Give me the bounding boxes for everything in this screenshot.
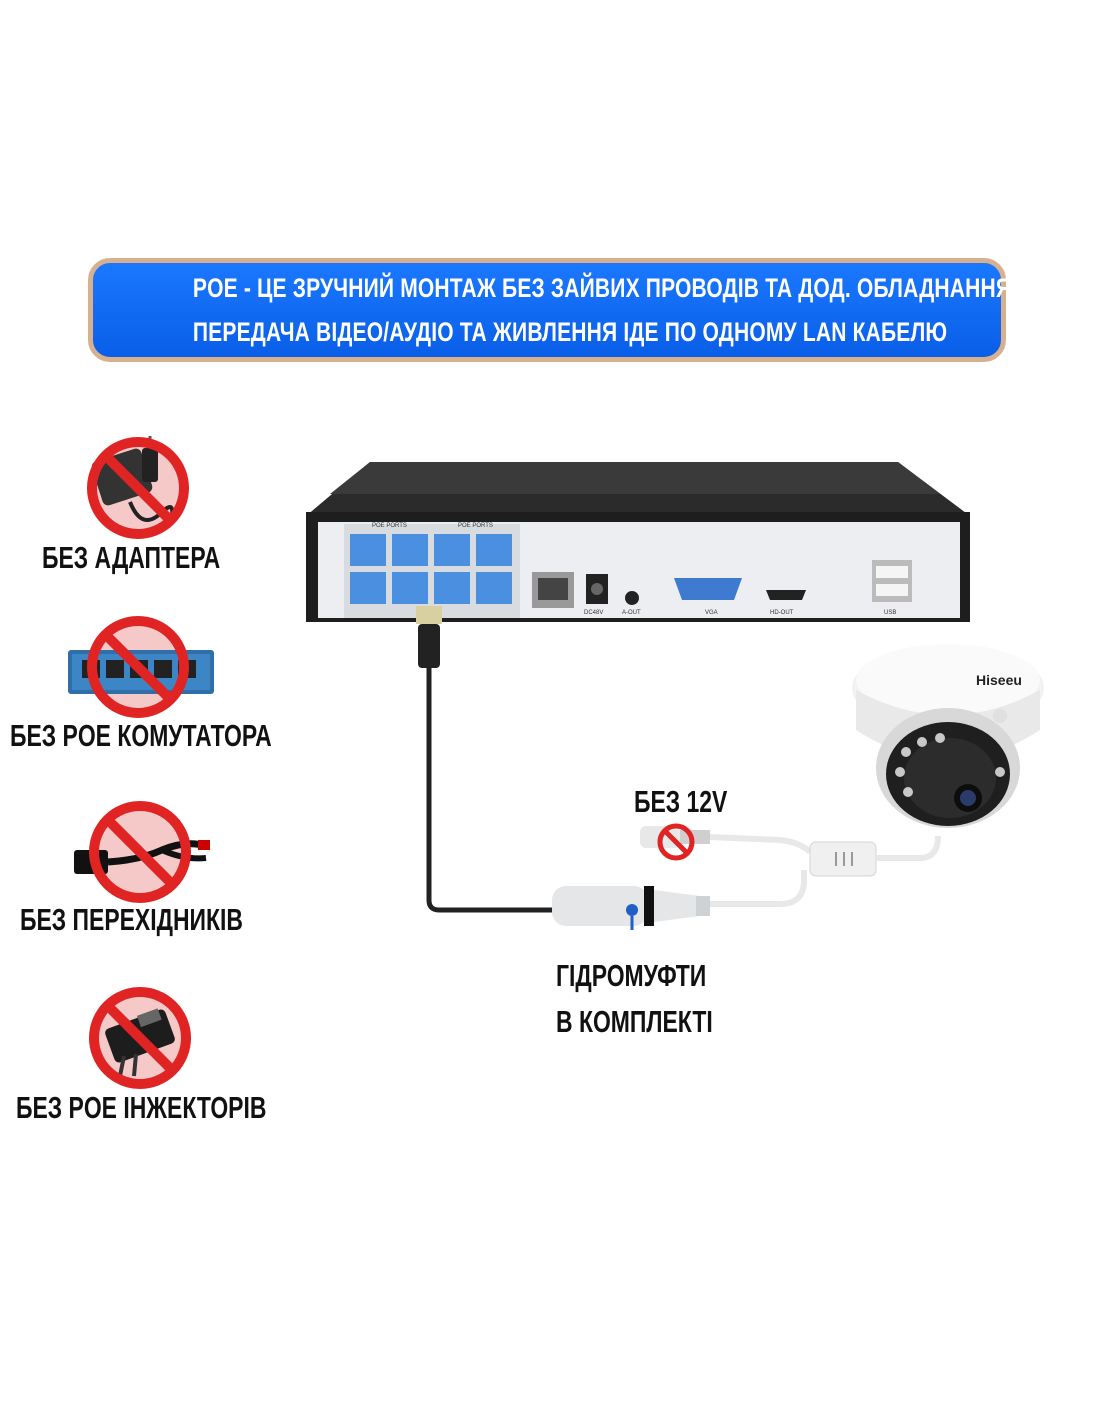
feature-label-no-adapter: БЕЗ АДАПТЕРА xyxy=(42,540,221,575)
no-adapter-icon xyxy=(82,432,194,544)
feature-label-no-splitter: БЕЗ ПЕРЕХІДНИКІВ xyxy=(20,902,243,937)
no-switch-icon xyxy=(66,612,216,722)
nvr-device xyxy=(300,458,980,628)
feature-label-no-injector: БЕЗ POE ІНЖЕКТОРІВ xyxy=(16,1090,267,1125)
no-injector-icon xyxy=(84,982,196,1094)
dome-camera xyxy=(850,640,1050,840)
banner-line-2: ПЕРЕДАЧА ВІДЕО/АУДІО ТА ЖИВЛЕННЯ ІДЕ ПО … xyxy=(192,317,948,347)
coupler-label-line1: ГІДРОМУФТИ xyxy=(556,958,707,993)
usb-label: USB xyxy=(884,610,897,616)
dc48v-label: DC48V xyxy=(584,610,604,616)
no-12v-label: БЕЗ 12V xyxy=(634,784,728,819)
info-banner: POE - ЦЕ ЗРУЧНИЙ МОНТАЖ БЕЗ ЗАЙВИХ ПРОВО… xyxy=(88,258,1012,362)
a-out-label: A-OUT xyxy=(622,610,641,616)
no-12v-icon xyxy=(656,822,696,862)
coupler-label-line2: В КОМПЛЕКТІ xyxy=(556,1004,713,1039)
feature-label-no-switch: БЕЗ POE КОМУТАТОРА xyxy=(10,718,272,753)
banner-line-1: POE - ЦЕ ЗРУЧНИЙ МОНТАЖ БЕЗ ЗАЙВИХ ПРОВО… xyxy=(192,273,1012,303)
vga-label: VGA xyxy=(705,610,718,616)
camera-brand-logo: Hiseeu xyxy=(976,672,1022,688)
poe-ports-label-right: POE PORTS xyxy=(458,523,493,529)
no-splitter-icon xyxy=(66,796,216,908)
poe-ports-label-left: POE PORTS xyxy=(372,523,407,529)
hd-out-label: HD-OUT xyxy=(770,610,794,616)
